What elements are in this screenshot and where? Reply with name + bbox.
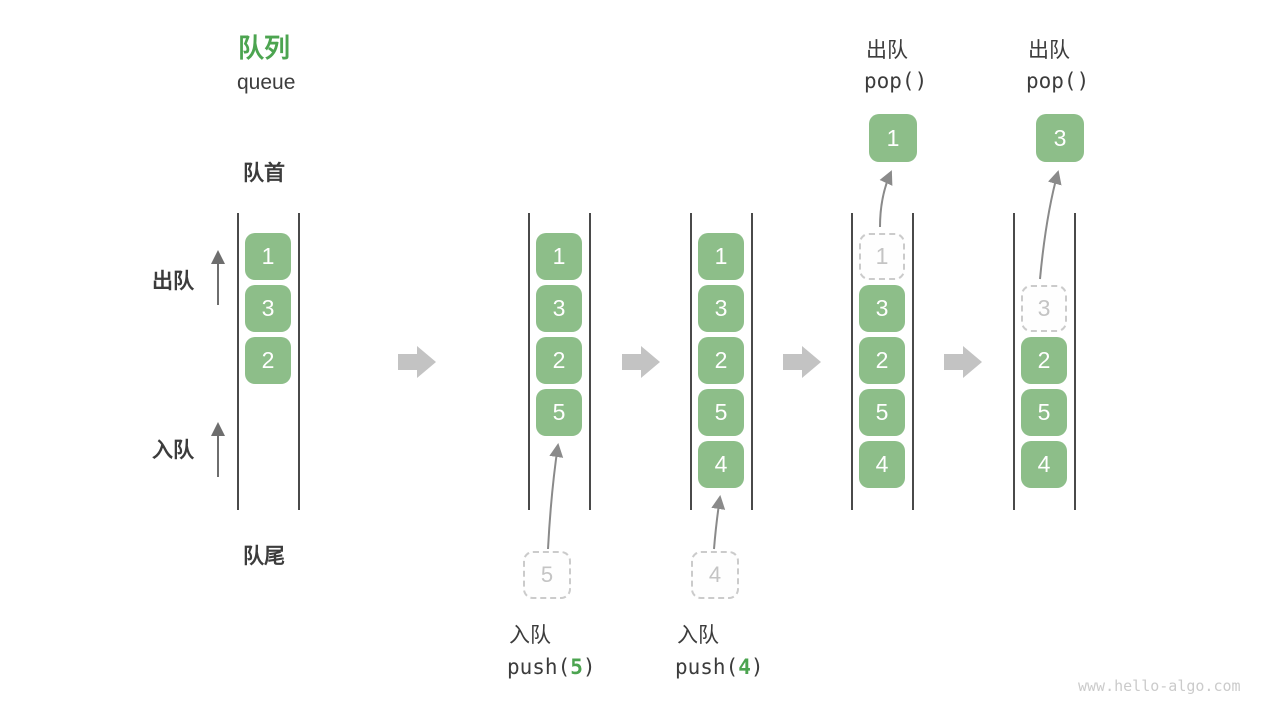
queue-cell: 1 (536, 233, 582, 280)
page-subtitle: queue (237, 71, 296, 94)
flow-arrow-icon (783, 346, 821, 378)
op-label-enqueue: 入队 (509, 624, 551, 647)
queue-cell: 2 (536, 337, 582, 384)
queue-cell: 1 (698, 233, 744, 280)
op-code-push-5: push(5) (507, 655, 596, 679)
popped-cell: 1 (869, 114, 917, 162)
dequeue-3-arrow-icon (1039, 170, 1062, 280)
code-close: ) (750, 655, 764, 679)
queue-cell: 3 (859, 285, 905, 332)
incoming-ghost-cell: 5 (523, 551, 571, 599)
label-enqueue-side: 入队 (152, 439, 194, 462)
queue-cell: 5 (859, 389, 905, 436)
queue-wall-left (237, 213, 239, 510)
op-code-pop: pop() (864, 69, 928, 93)
flow-arrow-icon (398, 346, 436, 378)
vacated-ghost-cell: 1 (859, 233, 905, 280)
incoming-ghost-cell: 4 (691, 551, 739, 599)
vacated-ghost-cell: 3 (1021, 285, 1067, 332)
dequeue-1-arrow-icon (879, 170, 893, 228)
queue-cell: 2 (1021, 337, 1067, 384)
queue-wall-left (528, 213, 530, 510)
queue-wall-right (589, 213, 591, 510)
queue-wall-left (690, 213, 692, 510)
queue-cell: 2 (859, 337, 905, 384)
queue-wall-right (912, 213, 914, 510)
queue-cell: 1 (245, 233, 291, 280)
code-arg: 5 (570, 655, 583, 679)
label-queue-rear: 队尾 (243, 545, 285, 568)
queue-cell: 4 (859, 441, 905, 488)
page-title: 队列 (238, 33, 291, 63)
queue-cell: 2 (698, 337, 744, 384)
queue-cell: 5 (536, 389, 582, 436)
queue-wall-left (1013, 213, 1015, 510)
popped-cell: 3 (1036, 114, 1084, 162)
code-fn: push( (507, 655, 571, 679)
enqueue-4-arrow-icon (711, 495, 726, 550)
queue-wall-right (751, 213, 753, 510)
op-code-push-4: push(4) (675, 655, 764, 679)
queue-cell: 4 (1021, 441, 1067, 488)
queue-wall-right (298, 213, 300, 510)
flow-arrow-icon (622, 346, 660, 378)
code-arg: 4 (738, 655, 751, 679)
queue-wall-right (1074, 213, 1076, 510)
code-close: ) (582, 655, 596, 679)
queue-cell: 4 (698, 441, 744, 488)
label-dequeue-side: 出队 (152, 270, 194, 293)
queue-cell: 5 (698, 389, 744, 436)
flow-arrow-icon (944, 346, 982, 378)
queue-cell: 3 (698, 285, 744, 332)
queue-cell: 3 (245, 285, 291, 332)
code-fn: push( (675, 655, 739, 679)
queue-cell: 5 (1021, 389, 1067, 436)
queue-cell: 2 (245, 337, 291, 384)
watermark: www.hello-algo.com (1078, 677, 1241, 695)
label-queue-front: 队首 (243, 162, 285, 185)
op-code-pop: pop() (1026, 69, 1090, 93)
queue-cell: 3 (536, 285, 582, 332)
op-label-enqueue: 入队 (677, 624, 719, 647)
enqueue-5-arrow-icon (547, 443, 564, 550)
queue-wall-left (851, 213, 853, 510)
op-label-dequeue: 出队 (1028, 39, 1070, 62)
op-label-dequeue: 出队 (866, 39, 908, 62)
